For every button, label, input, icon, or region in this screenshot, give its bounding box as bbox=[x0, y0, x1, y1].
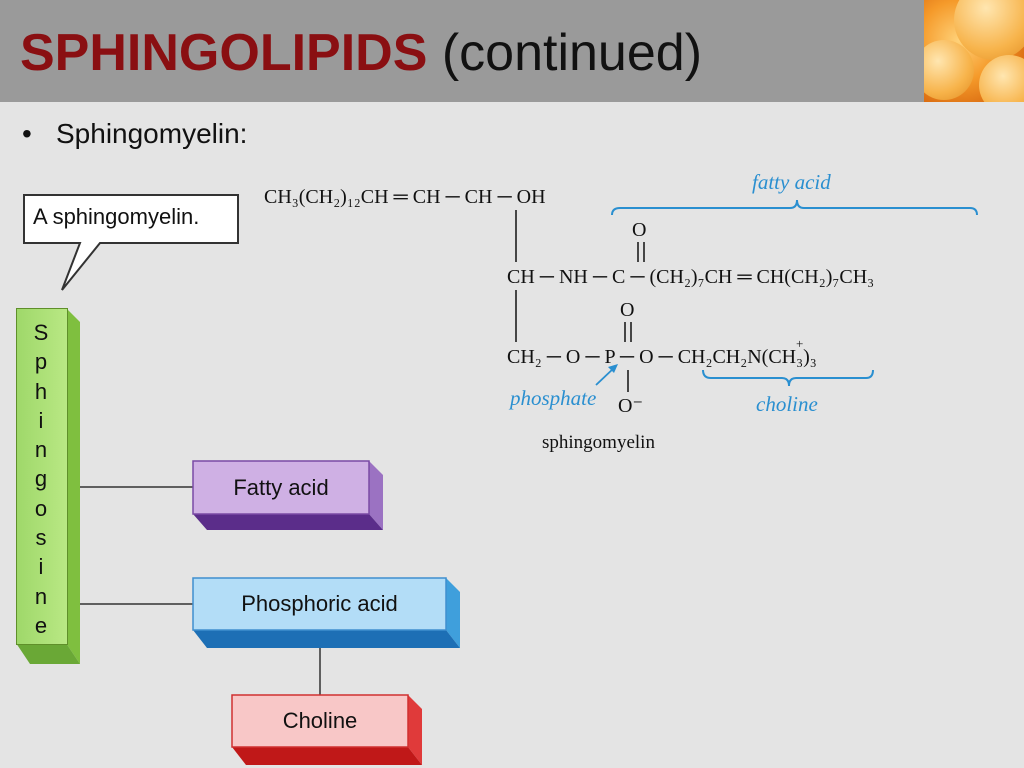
n-charge: + bbox=[796, 336, 803, 351]
title-rest: (continued) bbox=[441, 24, 703, 82]
structure-row3: CH₂ ─ O ─ P ─ O ─ CH₂CH₂N(CH₃)₃ bbox=[507, 346, 817, 368]
sphingosine-letter: h bbox=[34, 378, 48, 404]
sphingosine-box bbox=[16, 308, 68, 645]
bullet-item: • Sphingomyelin: bbox=[22, 118, 247, 150]
bullet-text: Sphingomyelin: bbox=[56, 118, 248, 149]
sphingosine-letter: n bbox=[34, 583, 48, 609]
sphingosine-letter: g bbox=[34, 466, 48, 492]
sphingosine-letter: p bbox=[34, 349, 48, 375]
label-choline: choline bbox=[756, 392, 818, 416]
structure-caption: sphingomyelin bbox=[542, 432, 655, 453]
phosphate-o: O bbox=[620, 299, 634, 321]
slide-title: SPHINGOLIPIDS (continued) bbox=[20, 18, 702, 88]
title-strong: SPHINGOLIPIDS bbox=[20, 24, 428, 82]
fatty-acid-brace bbox=[611, 199, 978, 216]
title-bar bbox=[0, 0, 1024, 102]
o-minus: O⁻ bbox=[618, 395, 643, 417]
sphingosine-letter: i bbox=[38, 407, 44, 433]
sphingosine-letter: n bbox=[34, 437, 48, 463]
phosphate-arrow bbox=[595, 366, 616, 386]
sphingosine-letter: o bbox=[34, 495, 48, 521]
choline-label: Choline bbox=[282, 708, 358, 733]
label-fatty-acid: fatty acid bbox=[752, 170, 831, 194]
sphingosine-letter: S bbox=[33, 320, 49, 345]
sphingosine-side bbox=[66, 308, 80, 664]
label-phosphate: phosphate bbox=[508, 386, 596, 410]
sphingosine-letter: i bbox=[38, 554, 44, 580]
phosphoric-acid-label: Phosphoric acid bbox=[241, 591, 398, 616]
sphingosine-letter: s bbox=[35, 525, 47, 551]
sphingosine-letter: e bbox=[34, 612, 48, 638]
structure-row1: CH₃(CH₂)₁₂CH ═ CH ─ CH ─ OH bbox=[264, 186, 546, 208]
fatty-acid-label: Fatty acid bbox=[233, 474, 329, 500]
bullet-marker: • bbox=[22, 118, 32, 149]
callout-text: A sphingomyelin. bbox=[33, 204, 200, 229]
pills-image bbox=[924, 0, 1024, 102]
sphingosine-bottom bbox=[16, 643, 80, 664]
choline-brace bbox=[702, 369, 874, 387]
carbonyl-o: O bbox=[632, 219, 646, 241]
structure-row2: CH ─ NH ─ C ─ (CH₂)₇CH ═ CH(CH₂)₇CH₃ bbox=[507, 266, 874, 288]
